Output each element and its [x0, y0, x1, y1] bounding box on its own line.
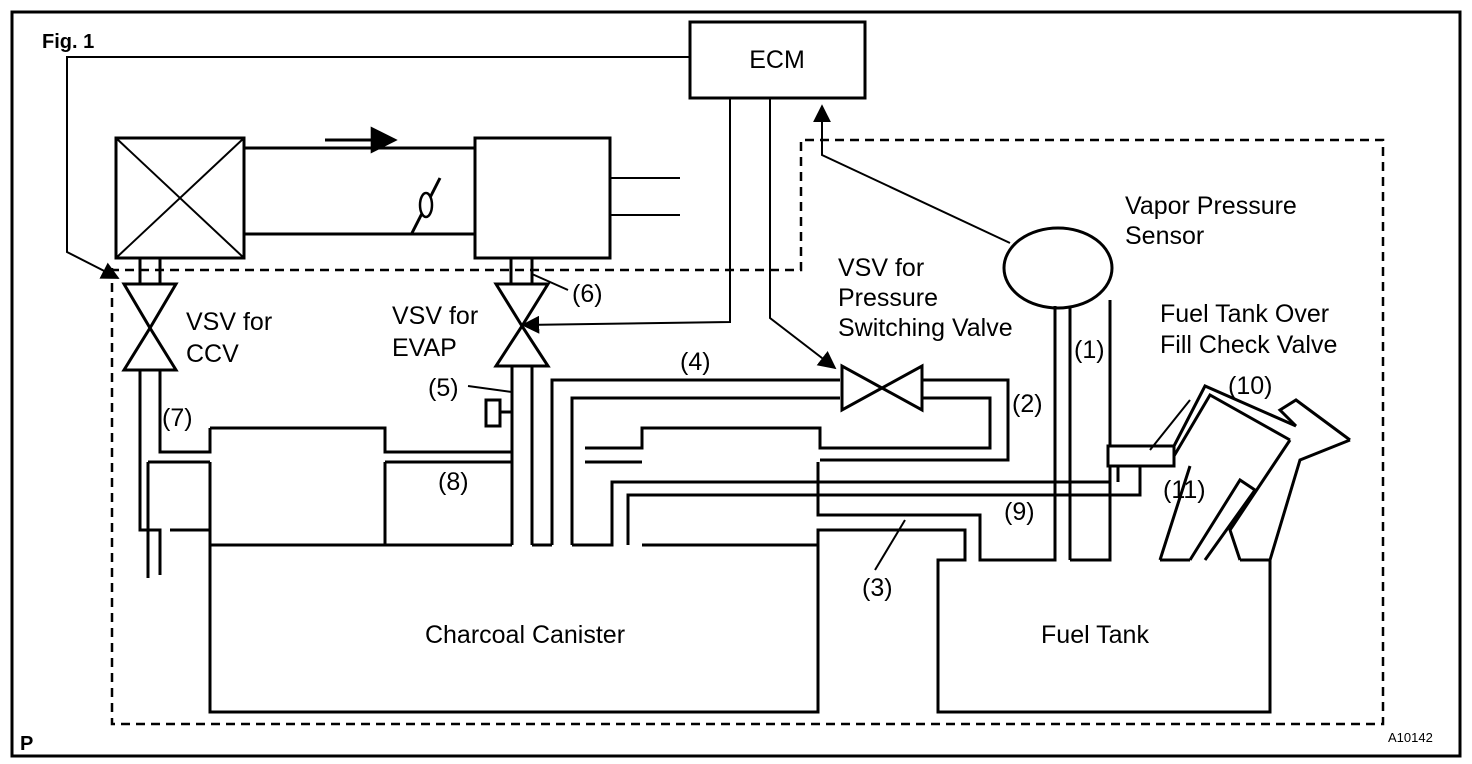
- callout-7: (7): [162, 404, 193, 432]
- vsv-ccv-label-1: VSV for: [186, 308, 272, 336]
- over-fill-label-2: Fill Check Valve: [1160, 331, 1337, 359]
- fuel-tank-label: Fuel Tank: [1041, 621, 1149, 649]
- restrictor: [484, 398, 502, 428]
- callout-2: (2): [1012, 390, 1043, 418]
- ecm-label: ECM: [749, 46, 805, 74]
- intake-manifold: [473, 136, 612, 260]
- vapor-pressure-sensor: [1002, 226, 1114, 310]
- vapor-sensor-label-2: Sensor: [1125, 222, 1204, 250]
- callout-9: (9): [1004, 498, 1035, 526]
- charcoal-canister-body: [208, 462, 1272, 714]
- callout-10: (10): [1228, 372, 1272, 400]
- ecm-box: [688, 20, 867, 100]
- figure-frame: [10, 10, 1462, 758]
- fig-label: Fig. 1: [42, 31, 94, 53]
- vsv-evap-label-2: EVAP: [392, 334, 457, 362]
- over-fill-check-valve: [1106, 444, 1176, 468]
- system-boundary-dashed: [110, 138, 1385, 726]
- ecm-to-evap-signal: [521, 98, 731, 334]
- vsv-evap-valve: [493, 282, 551, 329]
- sensor-to-ecm-signal: [813, 104, 1011, 244]
- callout-6: (6): [572, 280, 603, 308]
- filler-neck: [1172, 384, 1297, 457]
- ecm-to-pressure-switching-signal: [769, 98, 837, 370]
- vsv-pressure-switching-valve: [840, 363, 886, 413]
- vsv-ps-label-1: VSV for: [838, 254, 924, 282]
- vapor-sensor-label-1: Vapor Pressure: [1125, 192, 1297, 220]
- callout-11: (11): [1163, 476, 1206, 504]
- callout-1: (1): [1074, 336, 1105, 364]
- callout-5: (5): [428, 374, 459, 402]
- callout-8: (8): [438, 468, 469, 496]
- callout-3: (3): [862, 574, 893, 602]
- vsv-evap-label-1: VSV for: [392, 302, 478, 330]
- over-fill-label-1: Fuel Tank Over: [1160, 300, 1329, 328]
- vsv-ccv-label-2: CCV: [186, 340, 239, 368]
- vsv-ps-label-3: Switching Valve: [838, 314, 1013, 342]
- charcoal-canister-label: Charcoal Canister: [425, 621, 625, 649]
- callout-4: (4): [680, 348, 711, 376]
- corner-letter: P: [20, 733, 33, 755]
- vsv-ps-label-2: Pressure: [838, 284, 938, 312]
- ecm-to-ccv-signal: [66, 56, 690, 279]
- figure-code: A10142: [1388, 730, 1433, 745]
- vsv-ccv-valve: [121, 282, 179, 331]
- canister-upper: [210, 426, 514, 545]
